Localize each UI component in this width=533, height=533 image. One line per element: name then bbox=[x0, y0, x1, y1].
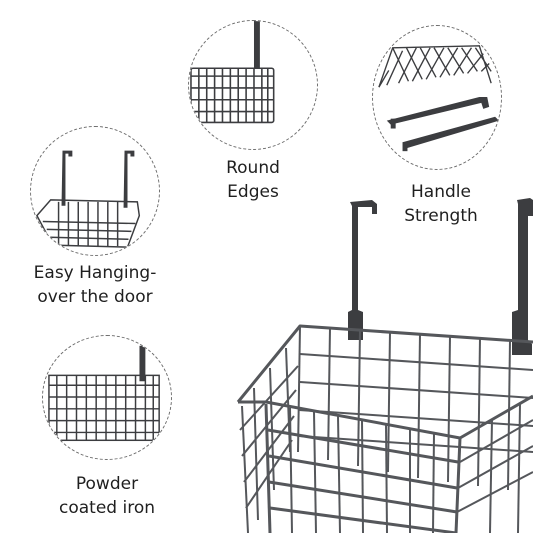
caption-line: coated iron bbox=[59, 498, 155, 518]
round-edges-caption: Round Edges bbox=[203, 156, 303, 204]
basket-top-edge-icon bbox=[190, 21, 275, 124]
main-basket-product-image bbox=[230, 190, 533, 533]
powder-coated-caption: Powder coated iron bbox=[42, 472, 172, 520]
basket-hooks-icon bbox=[36, 150, 141, 248]
caption-line: Handle bbox=[411, 182, 471, 202]
caption-line: Strength bbox=[404, 206, 478, 226]
powder-coated-panel bbox=[42, 335, 172, 460]
handle-strength-caption: Handle Strength bbox=[391, 180, 491, 228]
caption-line: Edges bbox=[227, 182, 279, 202]
round-edges-panel bbox=[188, 20, 318, 150]
caption-line: Powder bbox=[75, 474, 139, 494]
caption-line: over the door bbox=[37, 287, 153, 307]
easy-hanging-caption: Easy Hanging- over the door bbox=[20, 261, 170, 309]
wire-basket-icon bbox=[236, 198, 533, 533]
caption-line: Round bbox=[226, 158, 280, 178]
easy-hanging-panel bbox=[30, 126, 160, 256]
handle-strength-panel bbox=[372, 25, 502, 170]
basket-corner-icon bbox=[48, 345, 160, 442]
hooks-mesh-icon bbox=[378, 45, 500, 152]
caption-line: Easy Hanging- bbox=[33, 263, 157, 283]
